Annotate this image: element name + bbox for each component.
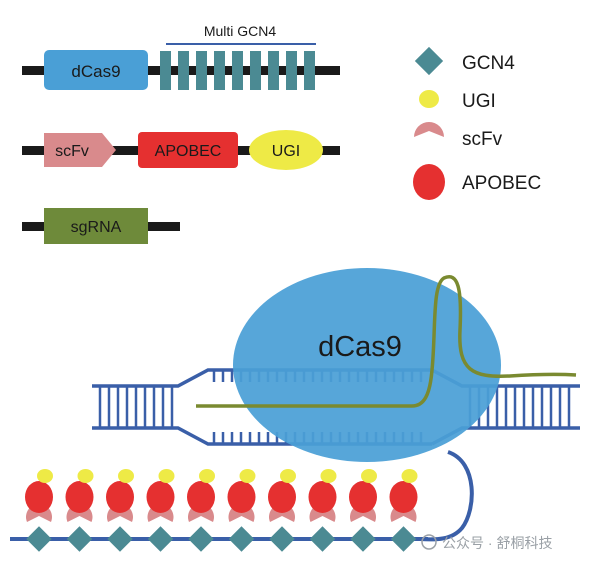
apobec-circle <box>106 481 134 513</box>
legend-scfv-pacman-icon <box>414 122 444 137</box>
gcn4-diamond-icon <box>228 526 255 552</box>
gcn4-diamond-icon <box>188 526 214 552</box>
sgrna-strand <box>196 275 577 408</box>
legend: GCN4 UGI scFv APOBEC <box>413 46 541 200</box>
gcn4-diamond-icon <box>350 526 376 552</box>
ugi-dot <box>199 469 215 483</box>
effector-unit <box>349 469 377 552</box>
apobec-circle <box>65 481 94 513</box>
apobec-circle <box>227 481 256 513</box>
ugi-dot <box>280 469 296 483</box>
apobec-circle <box>389 481 418 513</box>
legend-gcn4-label: GCN4 <box>462 53 515 74</box>
scfv-arrow <box>44 133 116 167</box>
gcn4-diamond-icon <box>309 526 336 552</box>
apobec-circle <box>268 481 296 513</box>
gcn4-diamond-icon <box>26 526 52 552</box>
effector-unit <box>65 469 94 552</box>
dcas9-tether-linker <box>419 450 474 542</box>
apobec-box <box>138 132 238 168</box>
ugi-dot <box>158 469 175 483</box>
gcn4-diamond-icon <box>107 526 133 552</box>
effector-unit <box>268 469 296 552</box>
legend-gcn4-diamond-icon <box>414 46 444 76</box>
apobec-circle <box>146 481 175 513</box>
legend-apobec-circle-icon <box>413 164 445 200</box>
ugi-dot <box>239 469 256 483</box>
ugi-ellipse-label: UGI <box>272 143 300 160</box>
ugi-dot <box>118 469 134 483</box>
legend-ugi-label: UGI <box>462 91 496 112</box>
ugi-ellipse <box>249 130 323 170</box>
apobec-circle <box>25 481 53 513</box>
wechat-icon <box>421 534 437 550</box>
apobec-circle <box>308 481 337 513</box>
legend-apobec-label: APOBEC <box>462 173 541 194</box>
ugi-dot <box>320 469 337 483</box>
multi-gcn4-label: Multi GCN4 <box>204 23 277 39</box>
sgrna-box <box>44 208 148 244</box>
gcn4-repeat-block <box>304 51 315 90</box>
sgrna-box-label: sgRNA <box>71 219 122 236</box>
ugi-dot <box>401 469 418 483</box>
gcn4-repeat-block <box>160 51 171 90</box>
gcn4-diamond-icon <box>269 526 295 552</box>
gcn4-repeat-block <box>286 51 297 90</box>
dcas9-construct: dCas9 Multi GCN4 <box>22 23 340 90</box>
dcas9-protein-label: dCas9 <box>318 331 402 363</box>
ugi-dot <box>77 469 94 483</box>
dcas9-box <box>44 50 148 90</box>
effector-unit <box>308 469 337 552</box>
effector-unit <box>25 469 53 552</box>
gcn4-repeat-block <box>196 51 207 90</box>
gcn4-repeat-block <box>214 51 225 90</box>
gcn4-diamond-icon <box>66 526 93 552</box>
gcn4-repeat-blocks <box>160 51 315 90</box>
legend-ugi-dot-icon <box>419 90 439 108</box>
effector-unit <box>146 469 175 552</box>
gcn4-effector-array <box>10 469 428 552</box>
sgrna-construct: sgRNA <box>22 208 180 244</box>
apobec-circle <box>187 481 215 513</box>
apobec-box-label: APOBEC <box>155 143 222 160</box>
effector-unit <box>106 469 134 552</box>
watermark: 公众号 · 舒桐科技 <box>421 534 552 551</box>
apobec-circle <box>349 481 377 513</box>
gcn4-repeat-block <box>232 51 243 90</box>
watermark-text: 公众号 · 舒桐科技 <box>442 535 552 551</box>
effector-unit <box>227 469 256 552</box>
gcn4-repeat-block <box>250 51 261 90</box>
effector-unit <box>389 469 418 552</box>
scfv-apobec-ugi-construct: scFv APOBEC UGI <box>22 130 340 170</box>
ugi-dot <box>361 469 377 483</box>
gcn4-repeat-block <box>178 51 189 90</box>
legend-scfv-label: scFv <box>462 129 503 150</box>
gcn4-diamond-icon <box>147 526 174 552</box>
scfv-label: scFv <box>55 143 89 160</box>
ugi-dot <box>37 469 53 483</box>
gcn4-repeat-block <box>268 51 279 90</box>
gcn4-diamond-icon <box>390 526 417 552</box>
effector-unit <box>187 469 215 552</box>
dcas9-box-label: dCas9 <box>71 62 120 81</box>
